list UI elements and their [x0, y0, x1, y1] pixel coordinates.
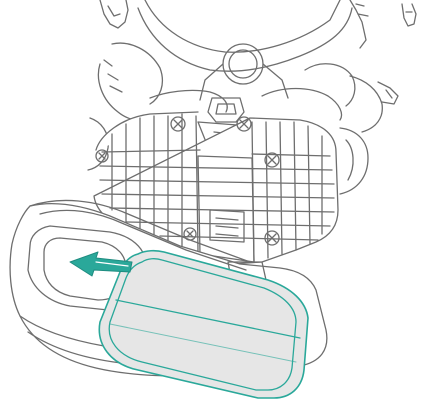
seat-top: [100, 0, 416, 106]
